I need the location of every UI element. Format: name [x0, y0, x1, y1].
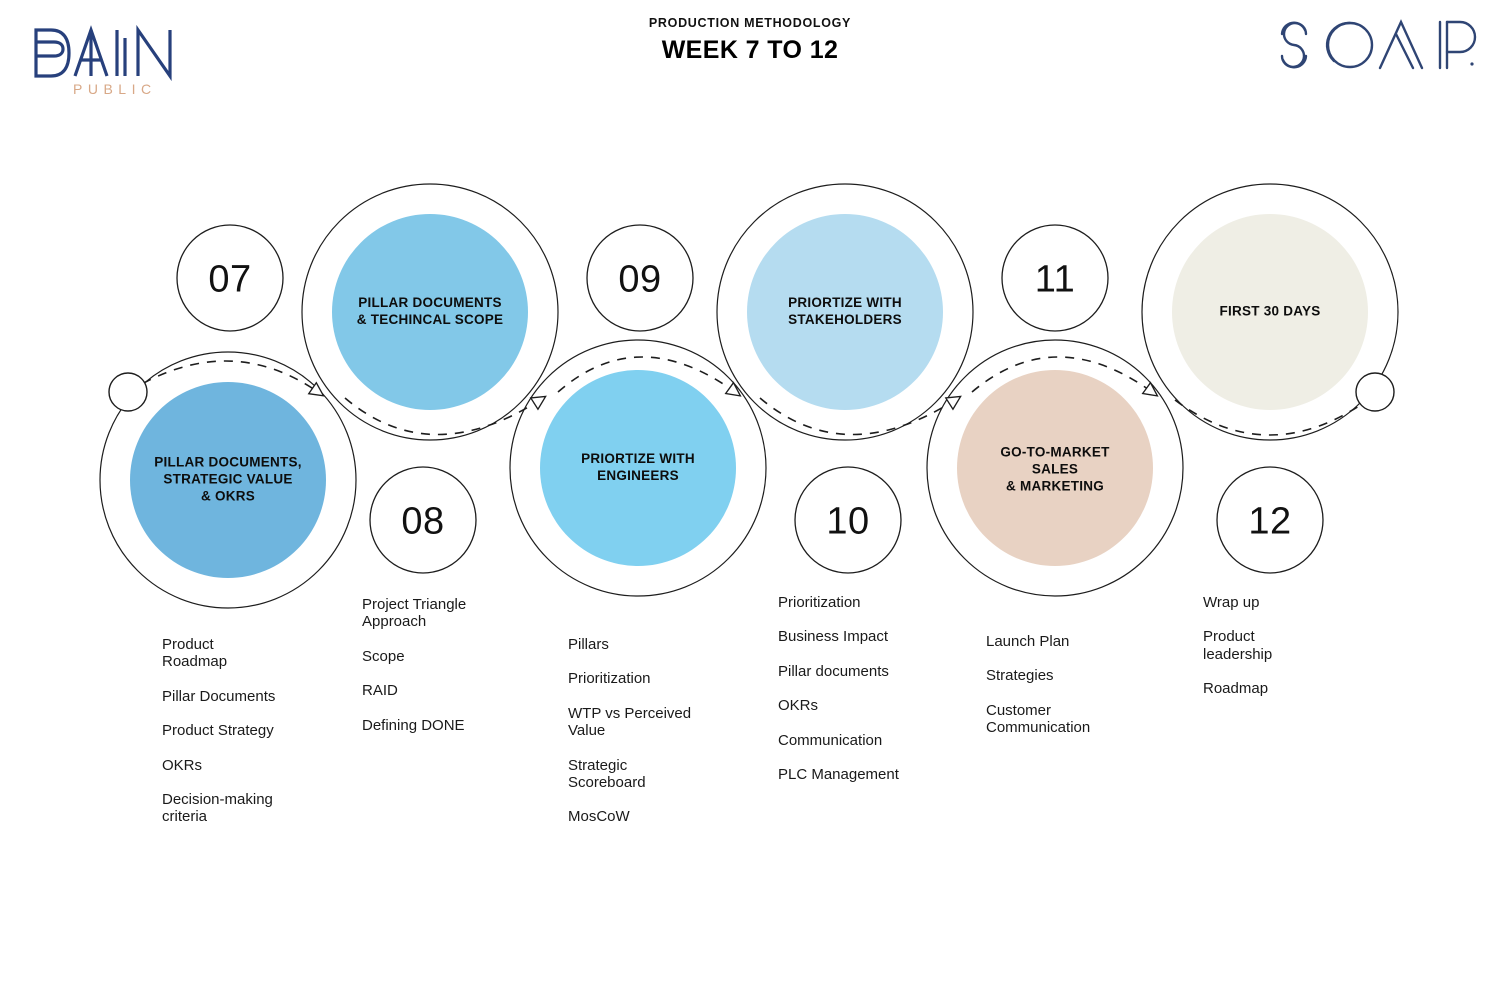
list-item: Pillar Documents — [162, 687, 276, 705]
node-disc-12[interactable] — [1172, 214, 1368, 410]
badge-circle-08[interactable] — [369, 466, 477, 574]
header-kicker: PRODUCTION METHODOLOGY — [648, 16, 852, 30]
outer-ring-12 — [1141, 183, 1399, 441]
list-item: Wrap up — [1203, 594, 1260, 611]
list-item: Prioritization — [778, 594, 861, 611]
bullet-list-07: Product Roadmap Pillar Documents Product… — [162, 636, 342, 826]
flow-end-dot — [1355, 372, 1395, 412]
list-item: Product Roadmap — [162, 636, 228, 671]
dashed-flow-path — [127, 356, 1369, 436]
badge-circle-10[interactable] — [794, 466, 902, 574]
list-item: Product Strategy — [162, 722, 274, 740]
outer-ring-10 — [716, 183, 974, 441]
list-item: RAID — [362, 682, 398, 700]
connector-12-end — [1174, 399, 1369, 436]
number-badges — [176, 224, 1324, 574]
list-item: Decision-making criteria — [162, 790, 273, 826]
bullet-list-12: Wrap up Product leadership Roadmap — [1203, 594, 1383, 698]
node-outer-rings — [99, 183, 1399, 609]
outer-ring-09 — [509, 339, 767, 597]
bullet-list-11: Launch Plan Strategies Customer Communic… — [986, 633, 1176, 737]
bullet-list-10: Prioritization Business Impact Pillar do… — [778, 594, 968, 783]
connector-07-08 — [127, 360, 318, 392]
badge-circle-11[interactable] — [1001, 224, 1109, 332]
node-disc-11[interactable] — [957, 370, 1153, 566]
node-discs — [130, 214, 1368, 578]
list-item: Scope — [362, 647, 405, 665]
connector-09-10 — [557, 356, 735, 392]
list-item: Business Impact — [778, 628, 889, 646]
list-item: Pillar documents — [778, 662, 889, 680]
node-disc-09[interactable] — [540, 370, 736, 566]
list-item: Strategies — [986, 667, 1054, 685]
bullet-list-08: Project Triangle Approach Scope RAID Def… — [362, 596, 542, 734]
connector-11-12 — [971, 356, 1152, 392]
list-item: Communication — [778, 731, 883, 749]
list-item: Pillars — [568, 636, 609, 653]
list-item: Defining DONE — [362, 716, 465, 734]
list-item: OKRs — [162, 756, 203, 774]
list-item: Roadmap — [1203, 680, 1269, 698]
soap-logo — [1272, 8, 1482, 88]
outer-ring-11 — [926, 339, 1184, 597]
node-disc-10[interactable] — [747, 214, 943, 410]
list-item: Product leadership — [1203, 628, 1273, 663]
badge-circle-07[interactable] — [176, 224, 284, 332]
list-item: MosCoW — [568, 808, 630, 826]
list-item: PLC Management — [778, 765, 899, 783]
badge-circle-12[interactable] — [1216, 466, 1324, 574]
list-item: WTP vs Perceived Value — [568, 704, 692, 740]
node-disc-07[interactable] — [130, 382, 326, 578]
list-item: OKRs — [778, 697, 819, 715]
list-item: Customer Communication — [986, 701, 1091, 737]
list-item: Project Triangle Approach — [362, 596, 467, 631]
bain-public-logo: PUBLIC — [18, 18, 198, 97]
bullet-list-09: Pillars Prioritization WTP vs Perceived … — [568, 636, 758, 826]
list-item: Launch Plan — [986, 633, 1070, 650]
flow-start-dot — [108, 372, 148, 412]
page-title: WEEK 7 TO 12 — [661, 36, 839, 64]
list-item: Prioritization — [568, 670, 651, 688]
outer-ring-08 — [301, 183, 559, 441]
page-header: PUBLIC PRODUCTION METHODOLOGY WEEK 7 TO … — [0, 0, 1500, 110]
node-disc-08[interactable] — [332, 214, 528, 410]
badge-circle-09[interactable] — [586, 224, 694, 332]
list-item: Strategic Scoreboard — [568, 756, 646, 791]
bain-public-subtitle: PUBLIC — [73, 81, 157, 96]
outer-ring-07 — [99, 351, 357, 609]
header-title-block: PRODUCTION METHODOLOGY WEEK 7 TO 12 — [450, 16, 1050, 65]
